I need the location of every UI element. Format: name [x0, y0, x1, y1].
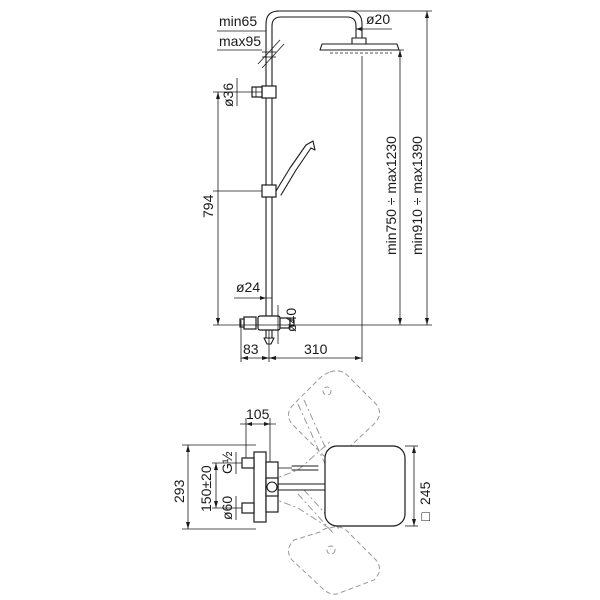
dim-arm-projection: 310	[304, 341, 328, 357]
dim-pipe-diameter: ø20	[366, 11, 390, 27]
dim-total-span: 293	[171, 479, 187, 503]
dim-lower-pipe-diameter: ø24	[236, 279, 260, 295]
dim-wall-offset: 83	[243, 341, 259, 357]
dim-valve-diameter: ø40	[283, 308, 299, 332]
hand-shower	[261, 140, 316, 198]
plan-rain-head	[324, 445, 406, 527]
dim-head-size: 245	[417, 481, 433, 505]
dim-height-range-2: min910 ÷ max1390	[409, 136, 425, 255]
dim-head-shape-symbol: □	[417, 512, 433, 521]
plan-mixer-body	[241, 451, 292, 523]
dim-height-range-1: min750 ÷ max1230	[383, 136, 399, 255]
head-rotation-ghost-lower	[288, 489, 380, 595]
elevation-view: min65 max95 ø20 ø36 794 ø24 ø40 83 310 m…	[200, 10, 432, 362]
plan-view: 105 293 150±20 G½ ø60 245 □	[171, 370, 433, 595]
dim-bracket-diameter: ø36	[220, 83, 236, 107]
dim-head-offset: 105	[246, 406, 270, 422]
dim-arm-max: max95	[219, 33, 261, 49]
dim-inlet-thread: G½	[219, 451, 235, 474]
dim-escutcheon-diameter: ø60	[219, 496, 235, 520]
dim-arm-min: min65	[219, 13, 257, 29]
thermostatic-valve	[239, 315, 295, 345]
rain-shower-head	[319, 37, 400, 54]
dim-inlet-centers: 150±20	[198, 465, 214, 512]
dim-handset-height: 794	[200, 194, 216, 218]
